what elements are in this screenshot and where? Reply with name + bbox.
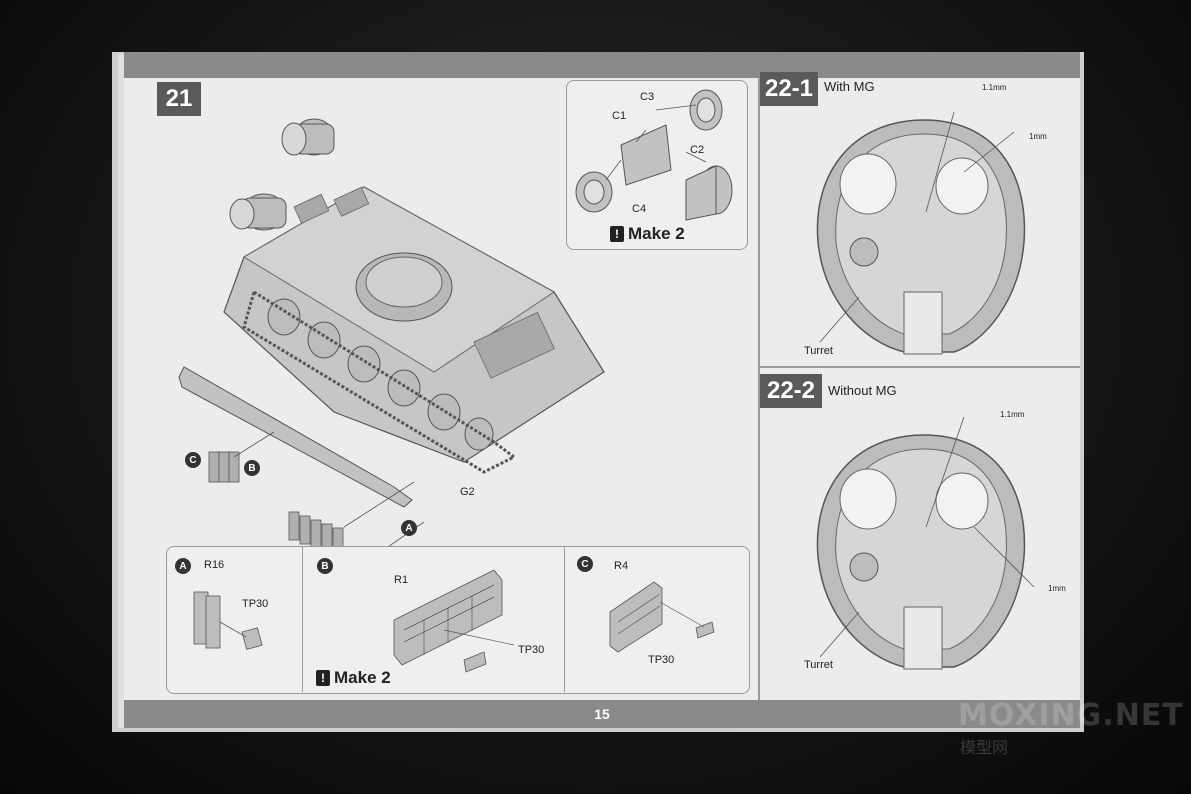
- make-2-label-b: Make 2: [334, 668, 391, 687]
- step-22-1-title: With MG: [824, 79, 875, 94]
- turret-label-22-1: Turret: [804, 345, 833, 357]
- idler-wheel-illustration: [575, 89, 733, 221]
- step-21-badge: 21: [157, 82, 201, 116]
- part-label-r4: R4: [614, 560, 629, 572]
- instruction-page: 15 21: [124, 52, 1080, 728]
- part-label-r16: R16: [204, 559, 225, 571]
- make-2-note-idler: ! Make 2: [610, 224, 685, 244]
- step-22-1-badge: 22-1: [760, 72, 818, 106]
- page-number: 15: [594, 706, 610, 722]
- step-22-2-title: Without MG: [828, 383, 897, 398]
- callout-b: B: [244, 460, 260, 476]
- subassembly-b-marker: B: [317, 558, 333, 574]
- part-label-c3: C3: [640, 91, 655, 103]
- step-22-2-badge: 22-2: [760, 374, 822, 408]
- drill-label-22-1-b: 1mm: [1029, 132, 1047, 141]
- subassembly-c-marker: C: [577, 556, 593, 572]
- column-divider: [758, 78, 760, 700]
- tp30-label-b: TP30: [518, 644, 545, 656]
- watermark: MOXING.NET: [958, 698, 1184, 733]
- subassembly-b-illustration: [393, 569, 515, 673]
- tp30-label-c: TP30: [648, 654, 675, 666]
- part-label-g2: G2: [460, 486, 475, 498]
- drill-label-22-2-b: 1mm: [1048, 584, 1066, 593]
- drill-label-22-1-a: 1.1mm: [982, 83, 1007, 92]
- part-label-c1: C1: [612, 110, 627, 122]
- callout-c: C: [185, 452, 201, 468]
- tp30-label-a: TP30: [242, 598, 269, 610]
- subassembly-a-illustration: [193, 591, 263, 650]
- callout-a: A: [401, 520, 417, 536]
- tank-hull-illustration: [178, 118, 605, 577]
- turret-illustration-22-2: [816, 416, 1035, 670]
- subassembly-divider-2: [564, 546, 565, 692]
- make-2-note-b: ! Make 2: [316, 668, 391, 688]
- warning-icon: !: [610, 226, 624, 242]
- drill-label-22-2-a: 1.1mm: [1000, 410, 1025, 419]
- subassembly-a-marker: A: [175, 558, 191, 574]
- watermark-sub: 模型网: [960, 740, 1009, 757]
- make-2-label: Make 2: [628, 224, 685, 243]
- warning-icon: !: [316, 670, 330, 686]
- part-label-c4: C4: [632, 203, 647, 215]
- subassembly-divider-1: [302, 546, 303, 692]
- row-divider: [760, 366, 1080, 368]
- bottom-band: 15: [124, 700, 1080, 728]
- part-label-c2: C2: [690, 144, 705, 156]
- turret-label-22-2: Turret: [804, 659, 833, 671]
- turret-illustration-22-1: [816, 111, 1026, 355]
- subassembly-c-illustration: [609, 581, 715, 653]
- part-label-r1: R1: [394, 574, 409, 586]
- top-band: [124, 52, 1080, 78]
